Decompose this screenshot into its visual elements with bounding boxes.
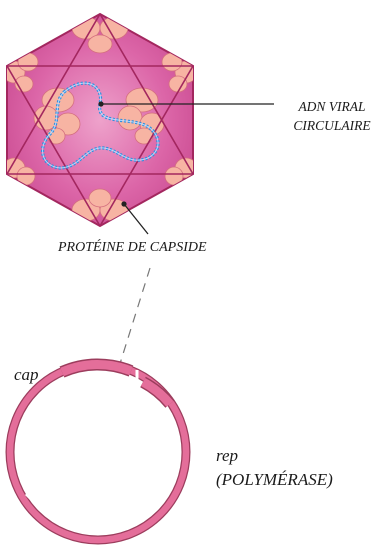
viral-dna-label: ADN VIRAL CIRCULAIRE [280,97,384,135]
viral-dna-label-line1: ADN VIRAL [298,99,365,114]
rep-gene-label: rep (POLYMÉRASE) [216,444,333,492]
rep-gene-name: rep [216,446,238,465]
rep-gene-function: (POLYMÉRASE) [216,470,333,489]
dashed-connector [118,268,150,370]
circular-genome [10,364,186,540]
cap-gene-label: cap [14,365,39,385]
capsid-protein-label: PROTÉINE DE CAPSIDE [58,240,207,256]
viral-capsid [3,14,274,234]
viral-dna-label-line2: CIRCULAIRE [293,118,370,133]
